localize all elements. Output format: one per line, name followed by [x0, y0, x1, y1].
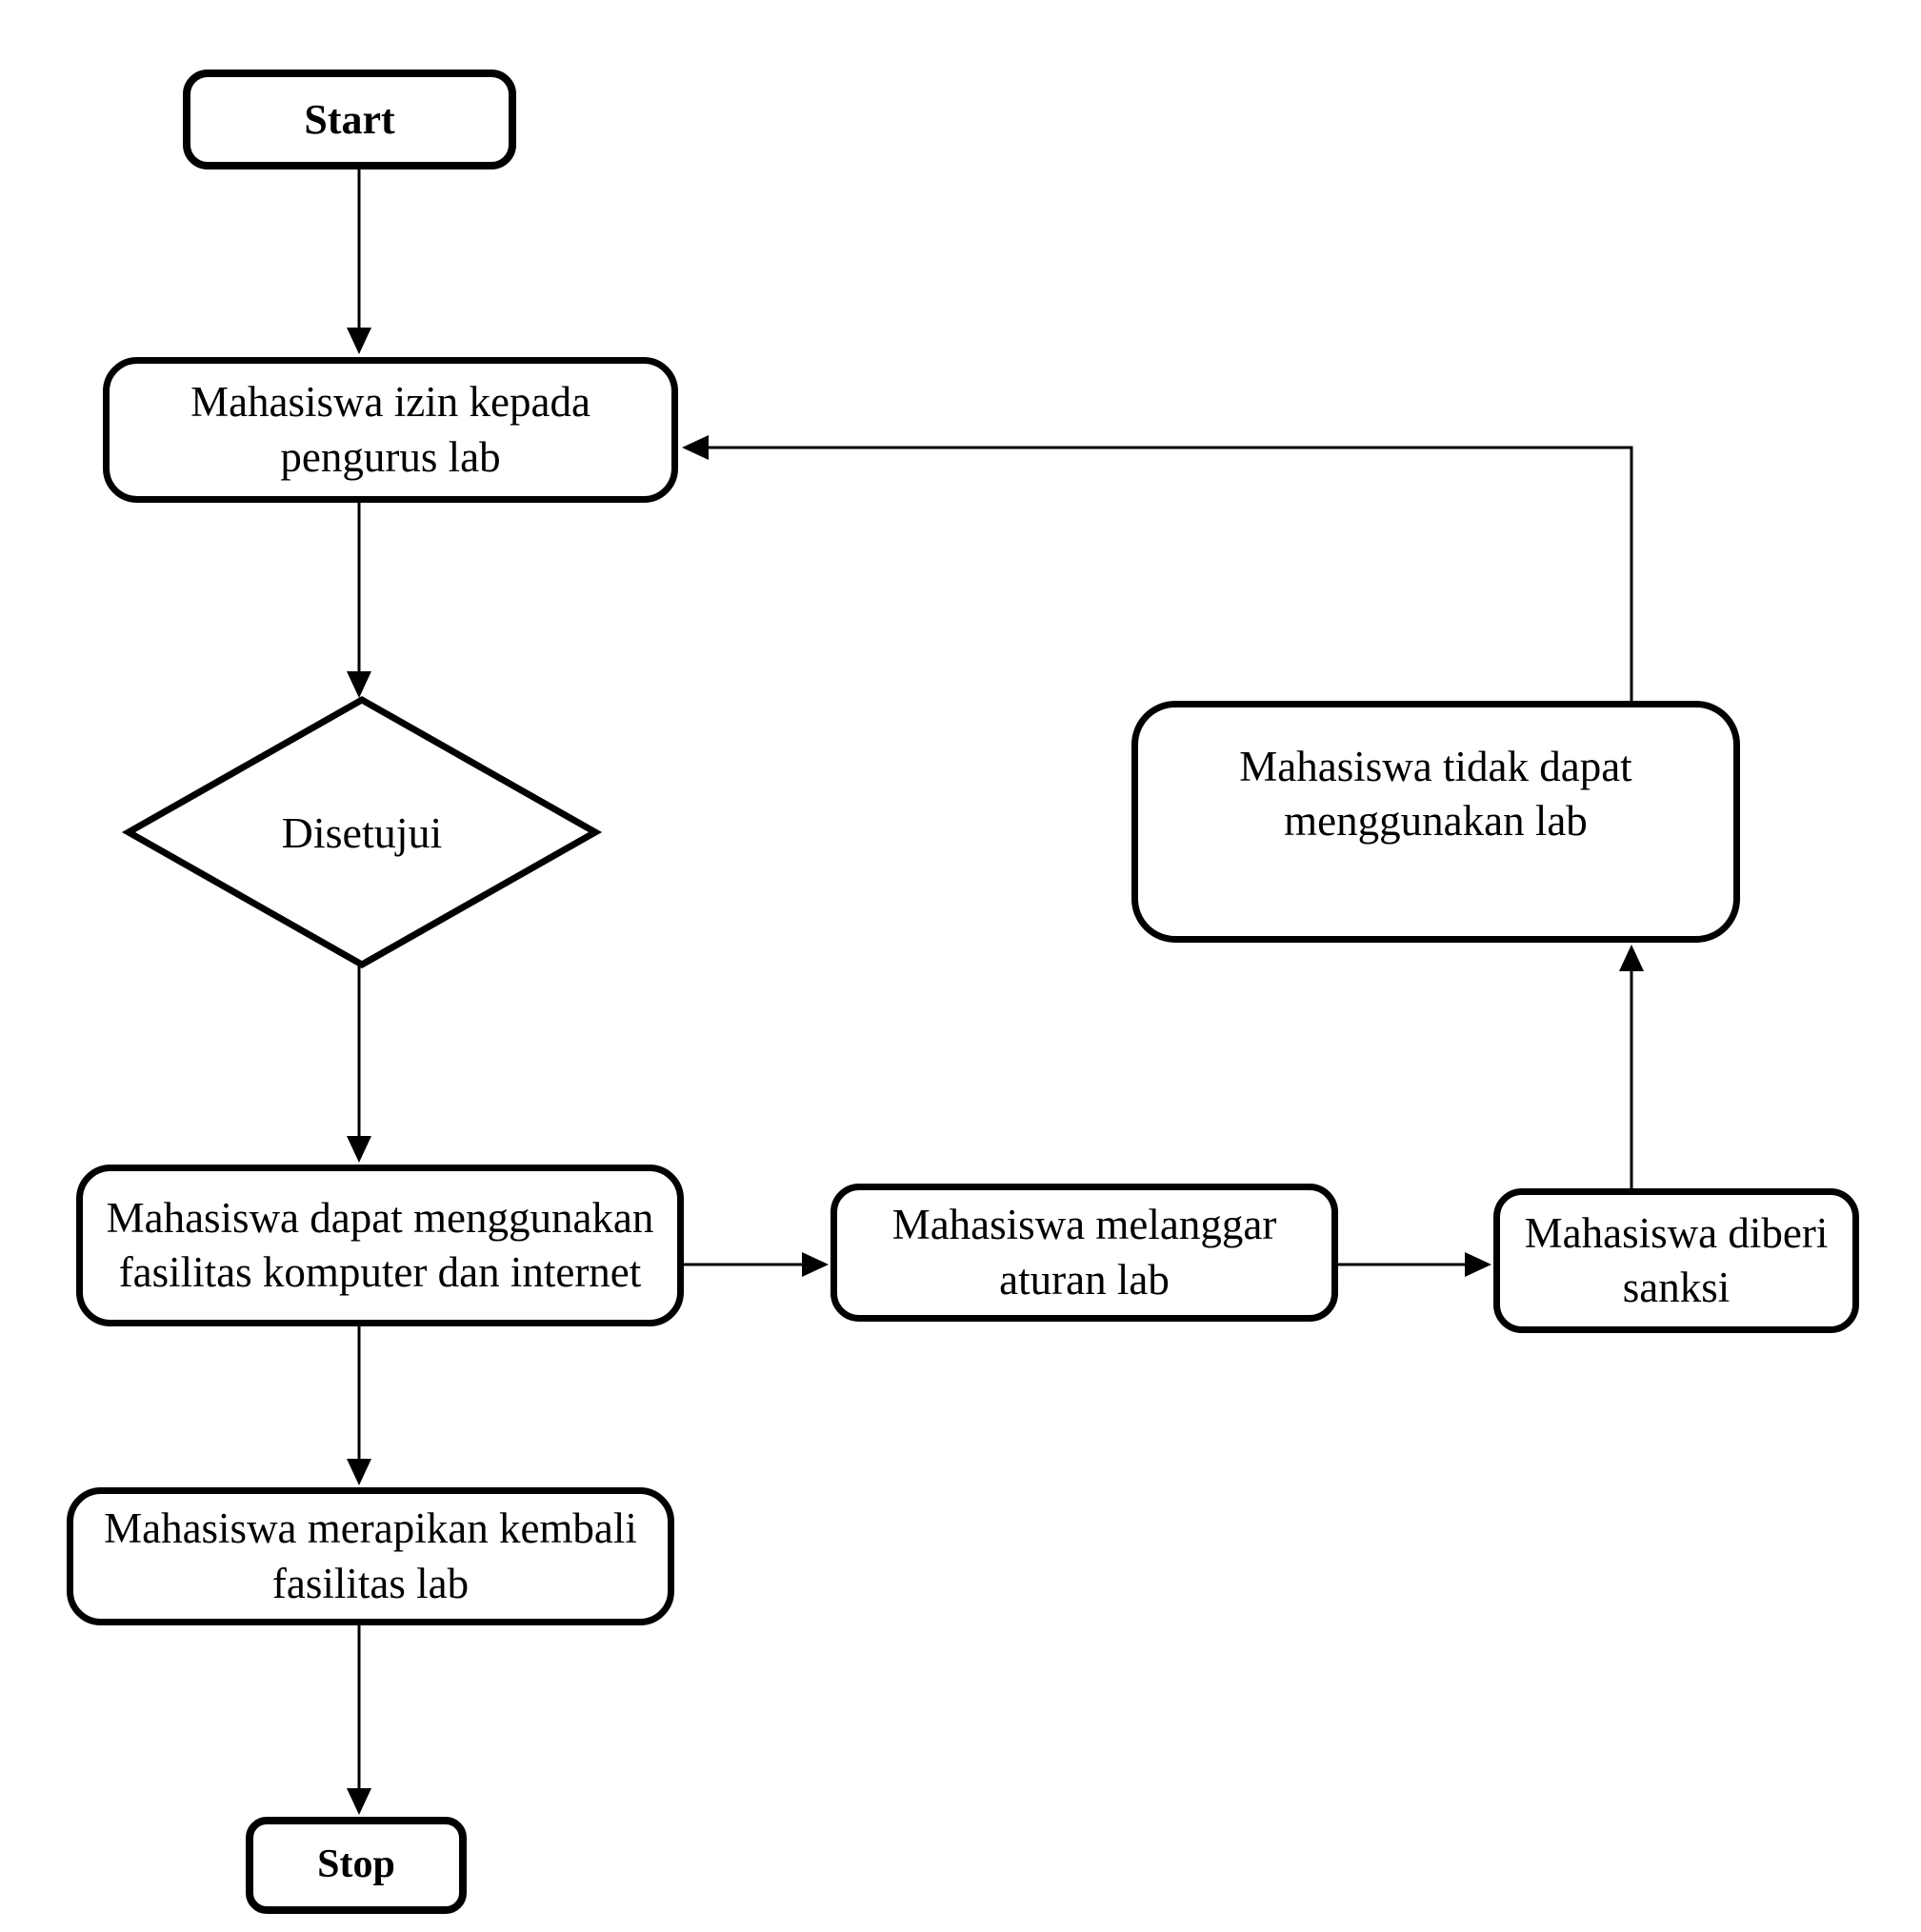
- arrow-sanksi-to-tidak: [1619, 945, 1644, 1188]
- arrow-tidak-to-izin: [682, 435, 1633, 701]
- arrow-start-to-izin: [347, 169, 371, 354]
- arrow-dapat-to-merapikan: [347, 1326, 371, 1485]
- node-izin-label: Mahasiswa izin kepada pengurus lab: [190, 378, 590, 481]
- node-disetujui-label: Disetujui: [281, 807, 443, 857]
- node-izin-pengurus-lab: Mahasiswa izin kepada pengurus lab: [103, 357, 678, 503]
- arrow-disetujui-to-dapat: [347, 965, 371, 1163]
- node-sanksi-label: Mahasiswa diberi sanksi: [1524, 1208, 1829, 1311]
- node-tidak-dapat-menggunakan: Mahasiswa tidak dapat menggunakan lab: [1131, 701, 1740, 943]
- node-merapikan-label: Mahasiswa merapikan kembali fasilitas la…: [104, 1504, 637, 1607]
- node-disetujui-decision: Disetujui: [129, 700, 595, 965]
- node-start-label: Start: [304, 95, 395, 143]
- node-tidak-label: Mahasiswa tidak dapat menggunakan lab: [1239, 742, 1632, 845]
- node-dapat-label: Mahasiswa dapat menggunakan fasilitas ko…: [106, 1193, 654, 1296]
- node-merapikan-fasilitas: Mahasiswa merapikan kembali fasilitas la…: [67, 1487, 674, 1625]
- node-stop-label: Stop: [317, 1842, 395, 1887]
- arrow-merapikan-to-stop: [347, 1625, 371, 1815]
- decision-diamond-shape: [121, 695, 603, 969]
- node-stop: Stop: [246, 1817, 467, 1914]
- arrow-melanggar-to-sanksi: [1338, 1252, 1491, 1277]
- node-diberi-sanksi: Mahasiswa diberi sanksi: [1493, 1188, 1859, 1333]
- arrow-dapat-to-melanggar: [684, 1252, 829, 1277]
- node-melanggar-aturan: Mahasiswa melanggar aturan lab: [830, 1184, 1338, 1322]
- arrow-izin-to-disetujui: [347, 503, 371, 698]
- node-start: Start: [183, 70, 516, 169]
- node-melanggar-label: Mahasiswa melanggar aturan lab: [891, 1201, 1277, 1304]
- node-dapat-menggunakan-fasilitas: Mahasiswa dapat menggunakan fasilitas ko…: [76, 1165, 684, 1326]
